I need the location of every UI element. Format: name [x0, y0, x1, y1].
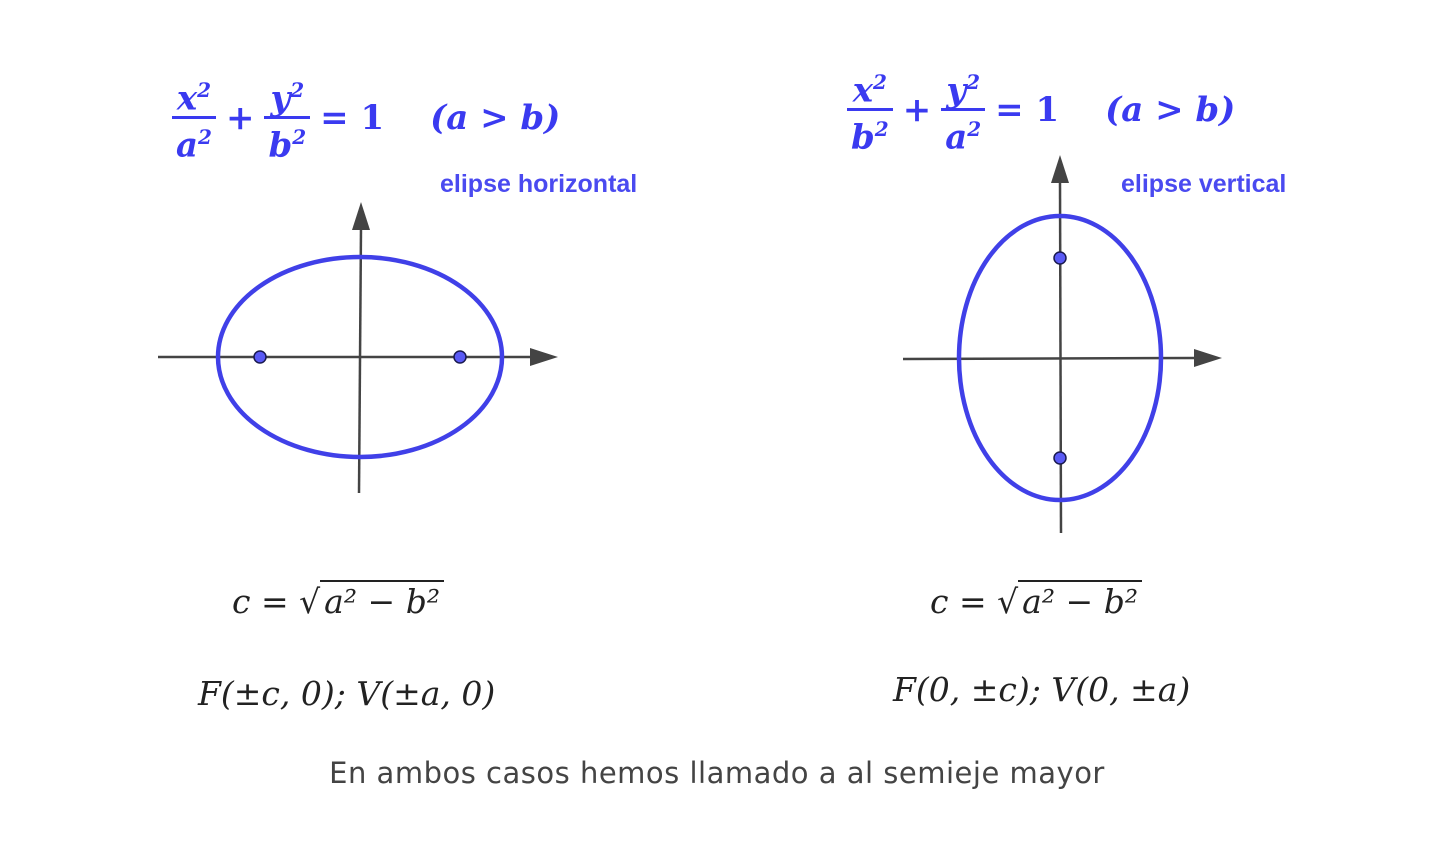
- right-fraction-x: x2 b2: [847, 64, 893, 156]
- right-focus-1: [1053, 251, 1067, 265]
- caption: En ambos casos hemos llamado a al semiej…: [329, 756, 1105, 790]
- left-fraction-y: y2 b2: [264, 72, 311, 164]
- right-equation: x2 b2 + y2 a2 = 1 (a > b): [843, 64, 1235, 156]
- left-condition: (a > b): [430, 97, 561, 138]
- right-x-axis: [902, 356, 1197, 361]
- left-y-axis: [357, 227, 363, 494]
- left-focus-2: [453, 350, 467, 364]
- right-fraction-y: y2 a2: [941, 64, 986, 156]
- right-x-arrow: [1194, 349, 1222, 367]
- right-condition: (a > b): [1105, 89, 1236, 130]
- left-fraction-x: x2 a2: [172, 72, 216, 164]
- label-vertical: elipse vertical: [1121, 170, 1287, 198]
- right-y-arrow: [1051, 155, 1069, 183]
- right-y-axis: [1058, 181, 1063, 534]
- vertical-ellipse: [956, 213, 1164, 503]
- horizontal-ellipse-figure: [158, 202, 558, 494]
- right-points-formula: F(0, ±c); V(0, ±a): [893, 670, 1191, 709]
- right-focus-2: [1053, 451, 1067, 465]
- left-y-arrow: [352, 202, 370, 230]
- left-c-formula: c = √a² − b²: [232, 580, 445, 621]
- left-x-arrow: [530, 348, 558, 366]
- left-focus-1: [253, 350, 267, 364]
- left-points-formula: F(±c, 0); V(±a, 0): [198, 674, 496, 713]
- label-horizontal: elipse horizontal: [440, 170, 638, 198]
- vertical-ellipse-figure: [902, 155, 1222, 534]
- left-equation: x2 a2 + y2 b2 = 1 (a > b): [168, 72, 560, 164]
- right-c-formula: c = √a² − b²: [930, 580, 1143, 621]
- horizontal-ellipse: [215, 254, 505, 460]
